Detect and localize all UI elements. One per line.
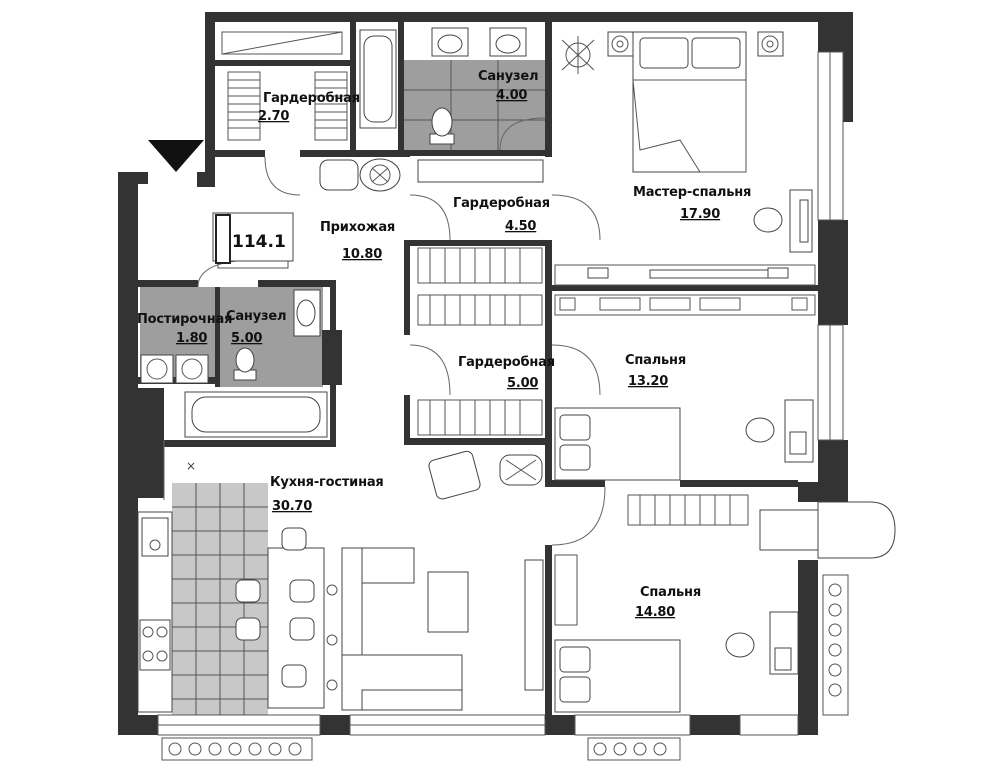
sink-icon bbox=[431, 27, 527, 57]
room-area: 5.00 bbox=[231, 331, 262, 346]
inner-walls bbox=[138, 22, 818, 720]
room-area: 2.70 bbox=[258, 109, 289, 124]
toilet-icon bbox=[233, 347, 257, 381]
toilet-icon bbox=[429, 107, 455, 145]
kitchen-counter bbox=[137, 511, 173, 713]
entrance-arrow-icon bbox=[148, 140, 204, 172]
kitchen-floor-tiles bbox=[172, 483, 268, 715]
shelf-lines bbox=[228, 79, 731, 525]
coffee-table bbox=[427, 571, 469, 633]
tv-unit bbox=[524, 559, 544, 691]
room-name: Гардеробная bbox=[263, 91, 360, 106]
bed-icon bbox=[554, 639, 681, 713]
plant-icon bbox=[369, 164, 391, 186]
room-name: Постирочная bbox=[137, 312, 232, 327]
room-name: Мастер-спальня bbox=[633, 185, 751, 200]
plant-icon bbox=[326, 584, 338, 691]
desk-icon bbox=[745, 399, 814, 463]
armchair-icon bbox=[428, 450, 481, 500]
partition-lines bbox=[217, 31, 343, 269]
room-name: Спальня bbox=[640, 585, 701, 600]
bed-icon bbox=[554, 407, 681, 481]
room-name: Кухня-гостиная bbox=[270, 475, 384, 490]
room-area: 10.80 bbox=[342, 247, 382, 262]
bed-icon bbox=[632, 31, 747, 173]
stove-icon bbox=[139, 619, 171, 671]
bathtub-icon bbox=[359, 29, 397, 129]
room-area: 14.80 bbox=[635, 605, 675, 620]
room-area: 1.80 bbox=[176, 331, 207, 346]
plant-icon bbox=[499, 454, 543, 486]
plant-icon bbox=[561, 36, 595, 74]
room-name: Гардеробная bbox=[453, 196, 550, 211]
room-name: Прихожая bbox=[320, 220, 395, 235]
sofa-icon bbox=[341, 547, 463, 711]
room-name: Гардеробная bbox=[458, 355, 555, 370]
nightstand bbox=[607, 31, 784, 57]
bathtub-icon bbox=[184, 391, 328, 438]
outer-walls bbox=[118, 12, 853, 735]
bathroom-1-floor bbox=[404, 60, 545, 150]
total-area: 114.1 bbox=[232, 232, 286, 252]
desk-icon bbox=[753, 189, 813, 253]
room-name: Санузел bbox=[226, 309, 286, 324]
room-name: Спальня bbox=[625, 353, 686, 368]
tv-stand bbox=[587, 267, 789, 279]
shelf-unit bbox=[554, 554, 578, 626]
room-area: 4.50 bbox=[505, 219, 536, 234]
console-table bbox=[417, 159, 544, 183]
total-area-badge-edge bbox=[215, 214, 231, 264]
room-area: 30.70 bbox=[272, 499, 312, 514]
room-area: 17.90 bbox=[680, 207, 720, 222]
dining-table-icon bbox=[235, 527, 325, 709]
room-name: Санузел bbox=[478, 69, 538, 84]
balcony bbox=[161, 501, 896, 761]
room-area: 5.00 bbox=[507, 376, 538, 391]
room-area: 4.00 bbox=[496, 88, 527, 103]
armchair-icon bbox=[319, 158, 401, 192]
doors bbox=[163, 117, 606, 546]
washing-machine-icon bbox=[140, 354, 209, 384]
room-area: 13.20 bbox=[628, 374, 668, 389]
windows bbox=[157, 51, 844, 736]
desk-icon bbox=[725, 611, 799, 675]
close-icon: × bbox=[186, 459, 196, 473]
sink-icon bbox=[293, 289, 321, 337]
shelf-unit bbox=[559, 297, 808, 311]
